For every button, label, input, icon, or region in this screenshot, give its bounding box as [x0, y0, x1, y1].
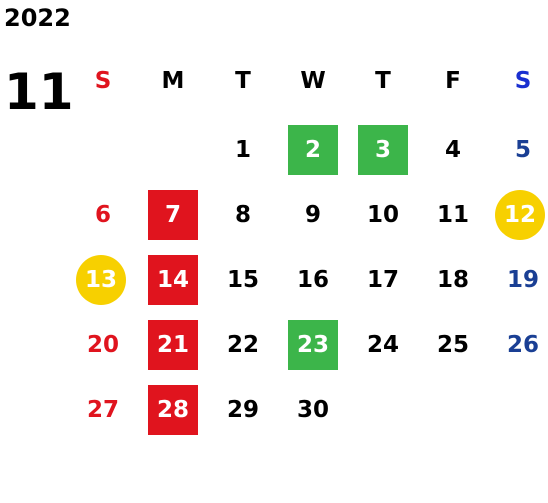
weekday-header-fri: F	[445, 68, 461, 94]
weekday-header-thu: T	[375, 68, 391, 94]
day-cell-highlight-green: 3	[358, 125, 408, 175]
day-cell: 9	[304, 202, 321, 228]
day-cell: 1	[234, 137, 251, 163]
day-cell: 16	[296, 267, 329, 293]
day-cell: 18	[436, 267, 469, 293]
day-cell: 30	[296, 397, 329, 423]
day-cell-sunday: 20	[86, 332, 119, 358]
day-cell-saturday: 26	[506, 332, 539, 358]
day-cell: 29	[226, 397, 259, 423]
weekday-header-tue: T	[235, 68, 251, 94]
weekday-header-sat: S	[514, 68, 532, 94]
day-cell: 10	[366, 202, 399, 228]
day-cell: 17	[366, 267, 399, 293]
day-cell-highlight-gold: 13	[76, 255, 126, 305]
day-cell: 8	[234, 202, 251, 228]
day-cell: 25	[436, 332, 469, 358]
day-cell-saturday: 5	[514, 137, 531, 163]
weekday-header-sun: S	[94, 68, 112, 94]
weekday-header-mon: M	[161, 68, 185, 94]
day-cell: 15	[226, 267, 259, 293]
month-number: 11	[4, 63, 74, 121]
day-cell-highlight-red: 21	[148, 320, 198, 370]
year-label: 2022	[4, 4, 71, 32]
day-cell-highlight-gold: 12	[495, 190, 545, 240]
day-cell-highlight-green: 2	[288, 125, 338, 175]
day-cell-sunday: 6	[94, 202, 111, 228]
day-cell-highlight-red: 28	[148, 385, 198, 435]
day-cell-highlight-red: 7	[148, 190, 198, 240]
day-cell-highlight-red: 14	[148, 255, 198, 305]
day-cell: 4	[444, 137, 461, 163]
day-cell: 24	[366, 332, 399, 358]
day-cell-highlight-green: 23	[288, 320, 338, 370]
day-cell: 11	[436, 202, 469, 228]
weekday-header-wed: W	[300, 68, 326, 94]
day-cell-saturday: 19	[506, 267, 539, 293]
day-cell: 22	[226, 332, 259, 358]
day-cell-sunday: 27	[86, 397, 119, 423]
